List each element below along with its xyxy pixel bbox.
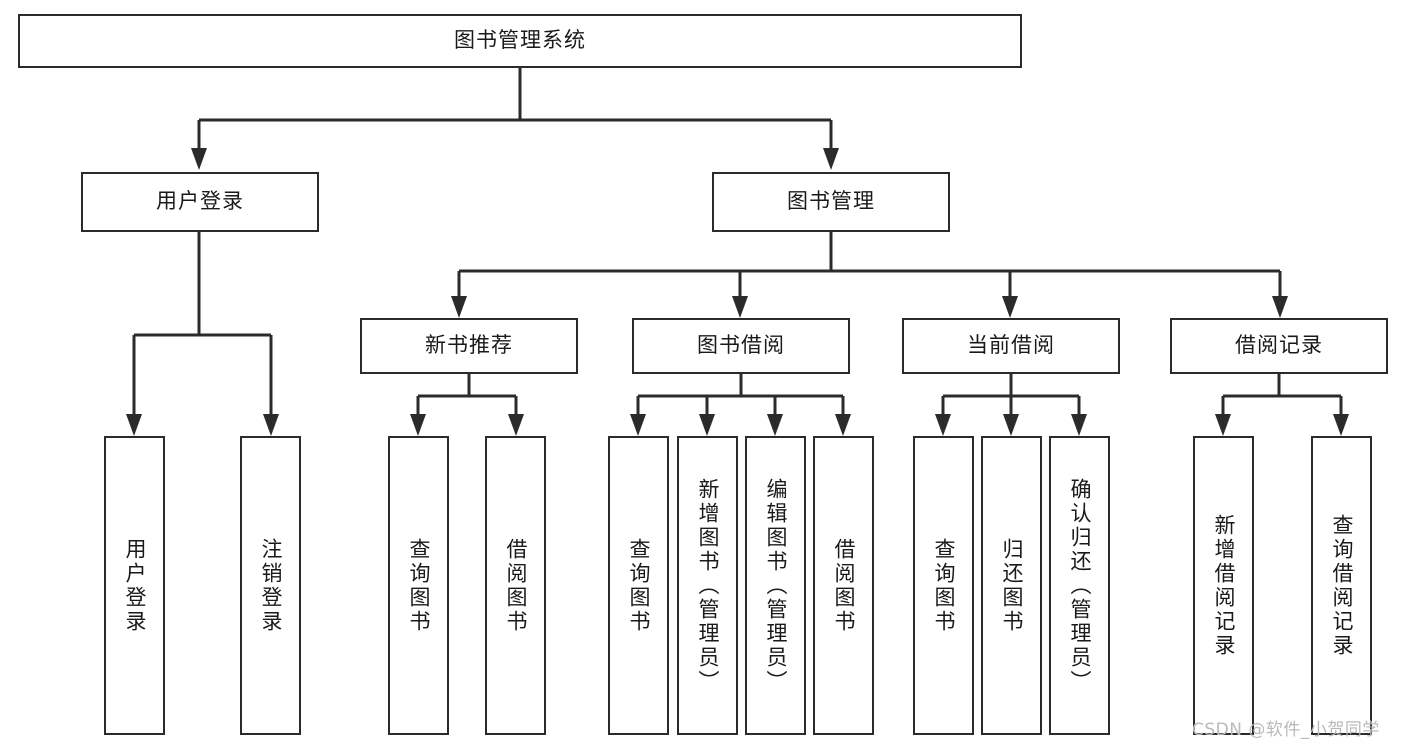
- node-label: 查询借阅记录: [1330, 513, 1354, 658]
- arrow-borrow-leaf4: [835, 414, 851, 436]
- function-node-借阅图书[interactable]: 借阅图书: [813, 436, 874, 735]
- arrow-current-leaf1: [935, 414, 951, 436]
- root-node-图书管理系统[interactable]: 图书管理系统: [18, 14, 1022, 68]
- arrow-to-user-login-leaf1: [126, 414, 142, 436]
- function-node-注销登录[interactable]: 注销登录: [240, 436, 301, 735]
- node-label: 借阅图书: [504, 537, 528, 634]
- node-label: 图书管理系统: [454, 28, 586, 53]
- function-node-编辑图书管理员[interactable]: 编辑图书（管理员）: [745, 436, 806, 735]
- node-label: 用户登录: [123, 537, 147, 634]
- arrow-to-user-login: [191, 148, 207, 170]
- submodule-node-图书借阅[interactable]: 图书借阅: [632, 318, 850, 374]
- node-label: 用户登录: [156, 189, 244, 214]
- function-node-查询图书[interactable]: 查询图书: [608, 436, 669, 735]
- function-node-归还图书[interactable]: 归还图书: [981, 436, 1042, 735]
- arrow-to-current: [1002, 296, 1018, 318]
- function-node-用户登录[interactable]: 用户登录: [104, 436, 165, 735]
- function-node-查询图书[interactable]: 查询图书: [913, 436, 974, 735]
- node-label: 当前借阅: [967, 333, 1055, 358]
- node-label: 新书推荐: [425, 333, 513, 358]
- function-node-借阅图书[interactable]: 借阅图书: [485, 436, 546, 735]
- node-label: 归还图书: [1000, 537, 1024, 634]
- arrow-to-book-mgmt: [823, 148, 839, 170]
- function-node-新增图书管理员[interactable]: 新增图书（管理员）: [677, 436, 738, 735]
- arrow-current-leaf3: [1071, 414, 1087, 436]
- node-label: 注销登录: [259, 537, 283, 634]
- node-label: 图书借阅: [697, 333, 785, 358]
- arrow-new-books-leaf1: [410, 414, 426, 436]
- arrow-to-new-books: [451, 296, 467, 318]
- function-node-确认归还管理员[interactable]: 确认归还（管理员）: [1049, 436, 1110, 735]
- node-label: 查询图书: [932, 537, 956, 634]
- node-label: 借阅图书: [832, 537, 856, 634]
- node-label: 查询图书: [407, 537, 431, 634]
- node-label: 编辑图书（管理员）: [764, 477, 788, 694]
- function-node-查询图书[interactable]: 查询图书: [388, 436, 449, 735]
- arrow-to-records: [1272, 296, 1288, 318]
- arrow-to-user-login-leaf2: [263, 414, 279, 436]
- arrow-to-borrow: [732, 296, 748, 318]
- node-label: 图书管理: [787, 189, 875, 214]
- arrowhead-group: [126, 148, 1349, 436]
- submodule-node-借阅记录[interactable]: 借阅记录: [1170, 318, 1388, 374]
- node-label: 新增借阅记录: [1212, 513, 1236, 658]
- arrow-current-leaf2: [1003, 414, 1019, 436]
- node-label: 借阅记录: [1235, 333, 1323, 358]
- arrow-new-books-leaf2: [508, 414, 524, 436]
- watermark-label: CSDN @软件_小贺同学: [1192, 720, 1380, 740]
- function-node-查询借阅记录[interactable]: 查询借阅记录: [1311, 436, 1372, 735]
- module-node-图书管理[interactable]: 图书管理: [712, 172, 950, 232]
- node-label: 确认归还（管理员）: [1068, 477, 1092, 694]
- node-label: 查询图书: [627, 537, 651, 634]
- arrow-borrow-leaf2: [699, 414, 715, 436]
- module-node-用户登录[interactable]: 用户登录: [81, 172, 319, 232]
- submodule-node-新书推荐[interactable]: 新书推荐: [360, 318, 578, 374]
- arrow-records-leaf1: [1215, 414, 1231, 436]
- arrow-borrow-leaf3: [767, 414, 783, 436]
- node-label: 新增图书（管理员）: [696, 477, 720, 694]
- function-node-新增借阅记录[interactable]: 新增借阅记录: [1193, 436, 1254, 735]
- arrow-records-leaf2: [1333, 414, 1349, 436]
- arrow-borrow-leaf1: [630, 414, 646, 436]
- submodule-node-当前借阅[interactable]: 当前借阅: [902, 318, 1120, 374]
